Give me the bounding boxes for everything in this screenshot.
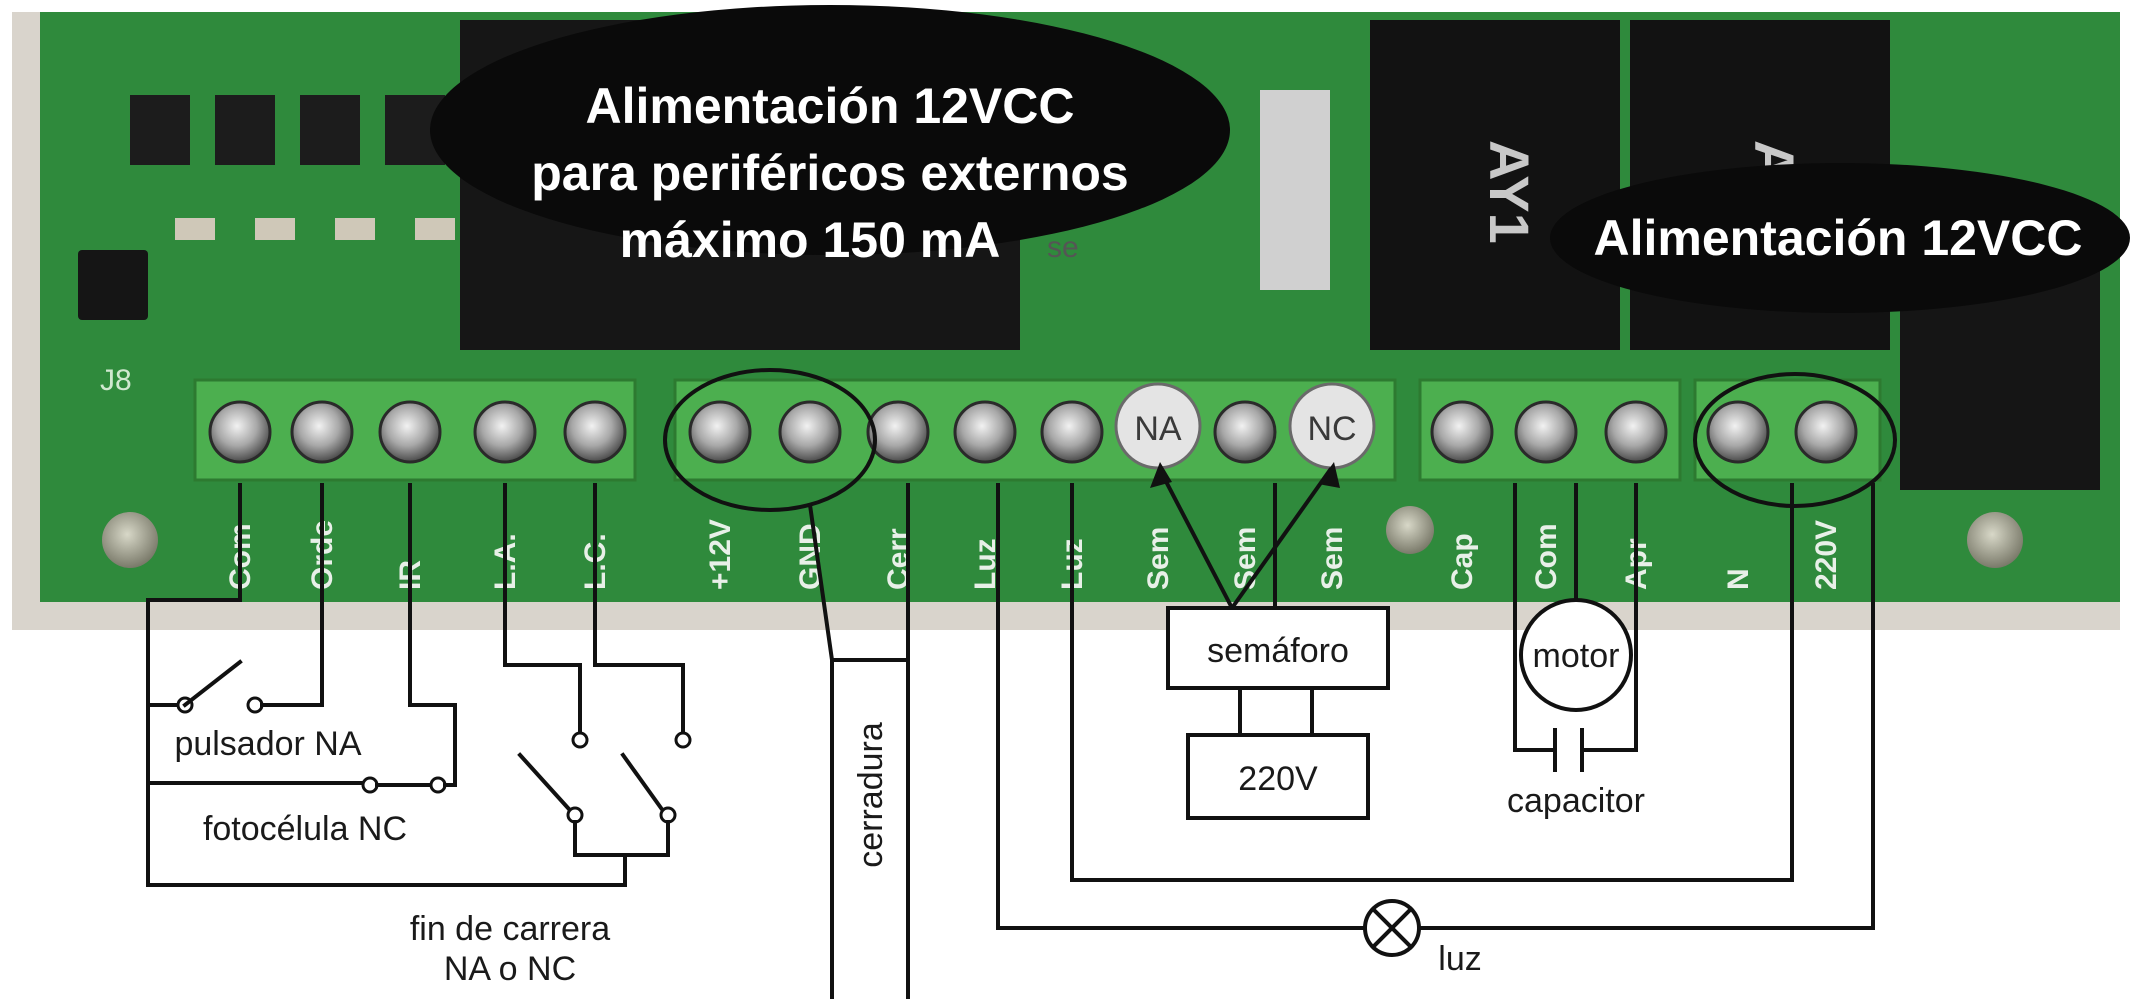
marker-nc-label: NC — [1307, 410, 1356, 448]
wire-limit-common — [573, 820, 670, 857]
pin-label: Sem — [1316, 527, 1349, 590]
wire-luz-neutral — [1070, 483, 1794, 882]
relay-1 — [1370, 20, 1620, 350]
callout-peripherals-line2: para periféricos externos — [531, 145, 1129, 201]
limit-close-contact-top — [674, 731, 692, 749]
terminal-screw — [866, 400, 930, 464]
wire-motor-left — [1513, 483, 1554, 752]
semaforo-box — [1166, 606, 1390, 690]
pin-label: Com — [1530, 523, 1563, 590]
wire-luz-left — [996, 483, 1367, 930]
callout-supply-bubble — [1550, 163, 2130, 313]
wire-limit-close — [593, 483, 685, 735]
luz-label: luz — [1438, 940, 1481, 978]
wire-common — [146, 483, 627, 887]
terminal-screw — [378, 400, 442, 464]
fotocelula-contact-right — [429, 776, 447, 794]
marker-na-label: NA — [1134, 410, 1182, 448]
wire-pulsador-right — [260, 483, 324, 707]
arrowhead-nc — [1318, 462, 1340, 488]
terminal-screw — [1213, 400, 1277, 464]
callout-peripherals-line1: Alimentación 12VCC — [585, 78, 1074, 134]
mounting-hole-left — [102, 512, 158, 568]
wire-limit-open — [503, 483, 582, 735]
v220-box — [1186, 733, 1370, 820]
limit-open-switch-arm — [517, 752, 571, 811]
terminal-screw — [290, 400, 354, 464]
led-2 — [255, 218, 295, 240]
v220-label: 220V — [1238, 760, 1318, 798]
component-labels: pulsador NA fotocélula NC fin de carrera… — [174, 632, 1645, 988]
terminal-screw — [778, 400, 842, 464]
semaforo-arrow-na — [1157, 467, 1235, 611]
pin-label: N — [1722, 568, 1755, 590]
pulsador-switch-arm — [182, 659, 243, 708]
terminal-screw — [208, 400, 272, 464]
mounting-hole-right — [1967, 512, 2023, 568]
callout-peripherals-line3: máximo 150 mA — [620, 212, 1001, 268]
terminal-blocks — [193, 378, 1882, 482]
pin-label: Sem — [1229, 527, 1262, 590]
lamp-cross-2 — [1370, 906, 1414, 950]
callout-peripherals-faint: se — [1047, 231, 1079, 264]
callout-peripherals: Alimentación 12VCC para periféricos exte… — [430, 5, 1230, 268]
highlight-12v-terminals — [663, 368, 877, 512]
terminal-screw — [1706, 400, 1770, 464]
pin-label: Cerr — [882, 528, 915, 590]
fotocelula-contact-left — [361, 776, 379, 794]
motor-circle — [1519, 598, 1633, 712]
fotocelula-label: fotocélula NC — [203, 810, 407, 848]
wire-luz-right — [1418, 483, 1875, 930]
limit-open-contact-top — [571, 731, 589, 749]
mounting-hole-middle — [1386, 506, 1434, 554]
cerradura-label: cerradura — [852, 722, 890, 868]
limit-close-switch-arm — [620, 752, 664, 811]
wiring — [146, 462, 1875, 999]
terminal-screw — [473, 400, 537, 464]
ic-chip-1 — [130, 95, 190, 165]
terminal-screw — [1604, 400, 1668, 464]
relay-1-label: AY1 — [1478, 140, 1541, 244]
fin-carrera-label-1: fin de carrera — [410, 910, 610, 948]
motor-label: motor — [1533, 637, 1620, 675]
pin-label: +12V — [704, 519, 737, 590]
terminal-screw — [953, 400, 1017, 464]
semaforo-label: semáforo — [1207, 632, 1349, 670]
callout-supply: Alimentación 12VCC — [1550, 163, 2130, 313]
wire-motor-right — [1583, 483, 1638, 752]
highlight-supply-terminals — [1693, 372, 1897, 508]
limit-open-contact-bottom — [566, 806, 584, 824]
arrowhead-na — [1150, 462, 1172, 488]
led-3 — [335, 218, 375, 240]
capacitor-label: capacitor — [1507, 782, 1645, 820]
terminal-screw — [688, 400, 752, 464]
terminal-screw — [563, 400, 627, 464]
terminal-screw — [1040, 400, 1104, 464]
limit-close-contact-bottom — [659, 806, 677, 824]
led-4 — [415, 218, 455, 240]
led-1 — [175, 218, 215, 240]
ic-chip-3 — [300, 95, 360, 165]
terminal-screw — [1514, 400, 1578, 464]
semaforo-arrow-nc — [1229, 467, 1333, 611]
pulsador-contact-right — [246, 696, 264, 714]
voltage-regulator — [1260, 90, 1330, 290]
jumper-label: J8 — [100, 364, 132, 397]
callout-supply-text: Alimentación 12VCC — [1593, 210, 2082, 266]
jumper-j8 — [78, 250, 148, 320]
wire-fotocelula-right — [408, 483, 457, 787]
terminal-screw — [1430, 400, 1494, 464]
pulsador-label: pulsador NA — [174, 725, 361, 763]
pin-label: Cap — [1446, 533, 1479, 590]
fin-carrera-label-2: NA o NC — [444, 950, 576, 988]
pin-label: Sem — [1142, 527, 1175, 590]
pin-label: 220V — [1810, 520, 1843, 590]
marker-na: NA — [1114, 382, 1202, 470]
marker-nc: NC — [1288, 382, 1376, 470]
callout-peripherals-bubble — [430, 5, 1230, 255]
ic-chip-2 — [215, 95, 275, 165]
terminal-screw — [1794, 400, 1858, 464]
